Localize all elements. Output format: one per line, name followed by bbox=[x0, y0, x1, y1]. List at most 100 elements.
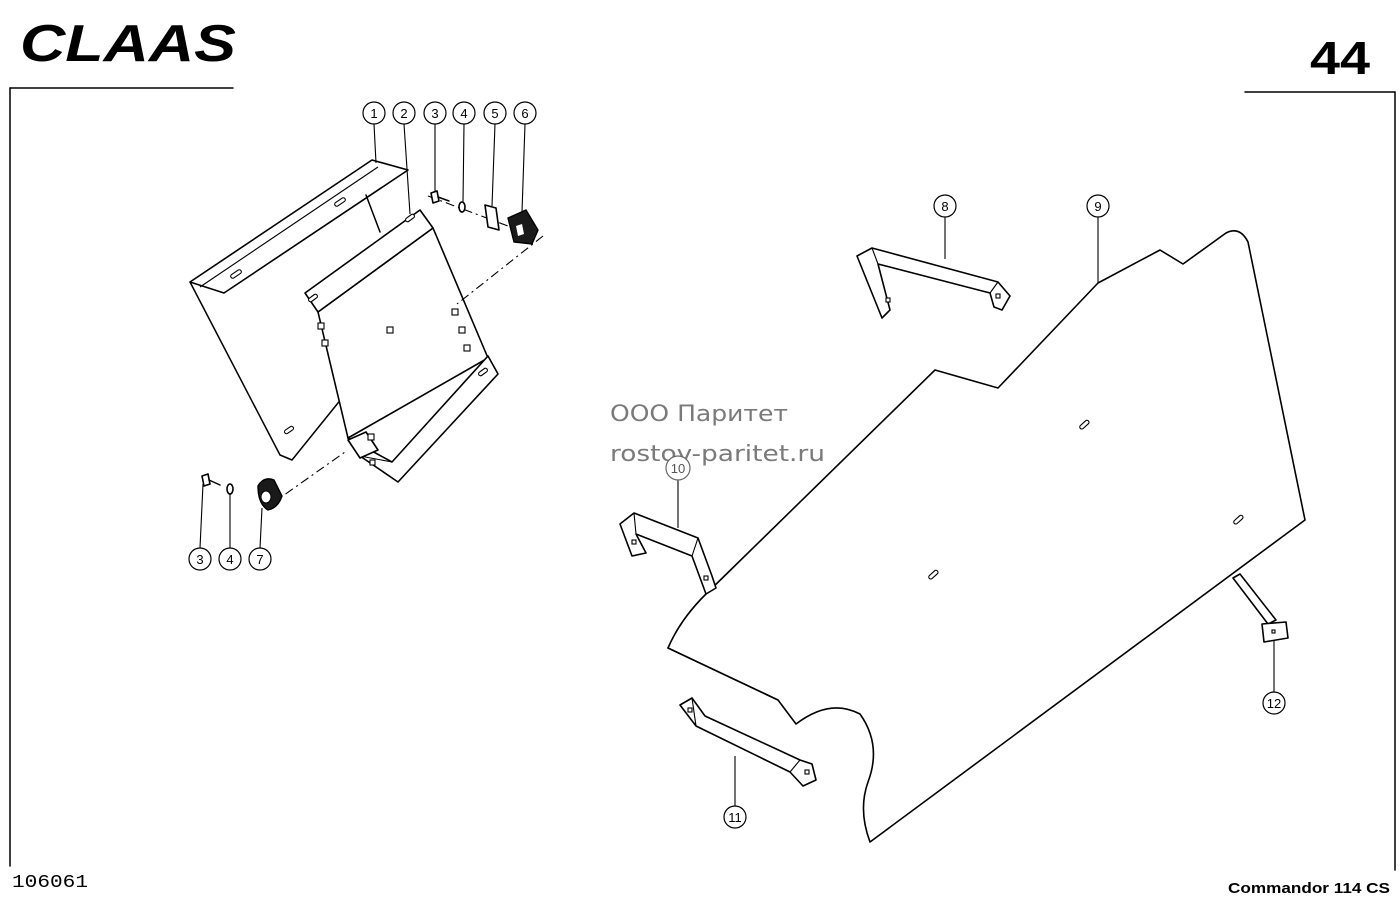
assembly-axis-line bbox=[269, 451, 346, 506]
part-1-web-end bbox=[365, 194, 381, 233]
part-9-cover-shell bbox=[667, 230, 1306, 843]
part-11-bracket bbox=[679, 697, 817, 787]
part-6-highlight bbox=[516, 224, 524, 236]
assembly-axis-line bbox=[456, 235, 544, 305]
leader-line bbox=[403, 123, 411, 215]
callout-label: 8 bbox=[941, 199, 948, 214]
footer: 106061 Commandor 114 CS bbox=[12, 873, 1390, 897]
callout-1: 1 bbox=[362, 101, 386, 164]
part-9-slot bbox=[1079, 419, 1090, 430]
callout-label: 10 bbox=[671, 461, 685, 476]
screw-shank bbox=[208, 479, 221, 486]
part-4-washer-lower bbox=[226, 483, 234, 495]
leader-line bbox=[259, 507, 263, 549]
callout-label: 5 bbox=[491, 106, 498, 121]
leader-line bbox=[521, 123, 526, 213]
part-2-hole bbox=[451, 308, 459, 316]
header: CLAAS 44 bbox=[20, 15, 1370, 84]
drawing-number: 106061 bbox=[12, 873, 88, 893]
watermark-company: ООО Паритет bbox=[610, 402, 788, 427]
part-5-plate bbox=[484, 204, 500, 231]
part-9-end-edge bbox=[667, 647, 779, 701]
callout-circle bbox=[1262, 691, 1286, 715]
leader-line bbox=[373, 123, 377, 164]
callout-circle bbox=[513, 101, 537, 125]
part-2-hole bbox=[321, 339, 329, 347]
callout-circle bbox=[248, 547, 272, 571]
part-9-slot bbox=[928, 569, 939, 580]
watermark-website: rostov-paritet.ru bbox=[610, 442, 825, 467]
part-10-body bbox=[619, 512, 717, 595]
part-8-edge bbox=[871, 247, 879, 265]
part-2-hole bbox=[317, 322, 325, 330]
part-7-clamp-bore bbox=[260, 490, 272, 504]
part-2-top-flange bbox=[304, 209, 434, 313]
callout-circle bbox=[723, 805, 747, 829]
part-8-hole bbox=[995, 293, 1001, 299]
brand-logo: CLAAS bbox=[20, 15, 236, 73]
part-10-edge bbox=[691, 537, 699, 557]
leader-line bbox=[491, 123, 496, 207]
callout-6: 6 bbox=[513, 101, 537, 213]
part-8-edge bbox=[989, 281, 999, 294]
part-10-edge bbox=[633, 512, 637, 535]
callout-circle bbox=[392, 101, 416, 125]
callout-label: 3 bbox=[196, 552, 203, 567]
callout-circle bbox=[452, 101, 476, 125]
callout-label: 4 bbox=[460, 106, 467, 121]
callout-label: 9 bbox=[1094, 199, 1101, 214]
callout-circle bbox=[933, 194, 957, 218]
callout-label: 6 bbox=[521, 106, 528, 121]
callout-circle bbox=[1086, 194, 1110, 218]
part-1-angle-bracket bbox=[189, 159, 409, 461]
part-9-outline bbox=[667, 230, 1306, 843]
part-10-bracket bbox=[619, 512, 717, 595]
part-1-web-edge bbox=[189, 281, 343, 461]
part-11-hole bbox=[687, 707, 693, 713]
part-1-slot bbox=[283, 425, 295, 435]
part-2-clip bbox=[347, 431, 379, 459]
callout-label: 7 bbox=[256, 552, 263, 567]
part-2-slot bbox=[405, 213, 415, 223]
part-11-body bbox=[679, 697, 817, 787]
part-8-hole bbox=[885, 297, 891, 303]
watermark: ООО Паритет rostov-paritet.ru bbox=[610, 402, 825, 467]
part-7-clamp bbox=[257, 478, 283, 511]
callout-9: 9 bbox=[1086, 194, 1110, 283]
hardware-upper bbox=[427, 190, 544, 305]
callout-circle bbox=[188, 547, 212, 571]
part-2-flange-inner bbox=[359, 455, 393, 463]
part-10-hole bbox=[631, 539, 637, 545]
part-12-bar bbox=[1232, 573, 1277, 625]
callout-4: 4 bbox=[452, 101, 476, 203]
callout-label: 11 bbox=[728, 810, 742, 825]
part-2-hole bbox=[367, 433, 375, 441]
part-1-flange bbox=[189, 159, 409, 294]
callout-label: 12 bbox=[1267, 696, 1281, 711]
callout-circle bbox=[483, 101, 507, 125]
callout-12: 12 bbox=[1262, 641, 1286, 715]
screw-shank bbox=[437, 196, 450, 202]
callout-8: 8 bbox=[933, 194, 957, 259]
screw-head-icon bbox=[201, 473, 211, 487]
part-12-support bbox=[1232, 573, 1289, 643]
callout-circle bbox=[218, 547, 242, 571]
callout-label: 1 bbox=[370, 106, 377, 121]
part-11-hole bbox=[804, 769, 810, 775]
part-2-hole bbox=[458, 326, 466, 334]
leader-line bbox=[199, 483, 204, 549]
callout-11: 11 bbox=[723, 756, 747, 829]
part-10-hole bbox=[703, 575, 709, 581]
callout-7: 7 bbox=[248, 507, 272, 571]
part-1-flange-inner bbox=[199, 166, 379, 288]
callout-4-lower: 4 bbox=[218, 494, 242, 571]
callout-circle bbox=[423, 101, 447, 125]
part-1-slot bbox=[334, 197, 346, 207]
part-11-edge bbox=[691, 697, 697, 727]
callout-circle bbox=[665, 455, 691, 481]
callout-2: 2 bbox=[392, 101, 416, 215]
part-6-rubber-block bbox=[507, 209, 539, 245]
part-2-slot bbox=[308, 293, 318, 303]
part-8-bracket bbox=[856, 247, 1011, 319]
hardware-lower bbox=[201, 451, 346, 511]
